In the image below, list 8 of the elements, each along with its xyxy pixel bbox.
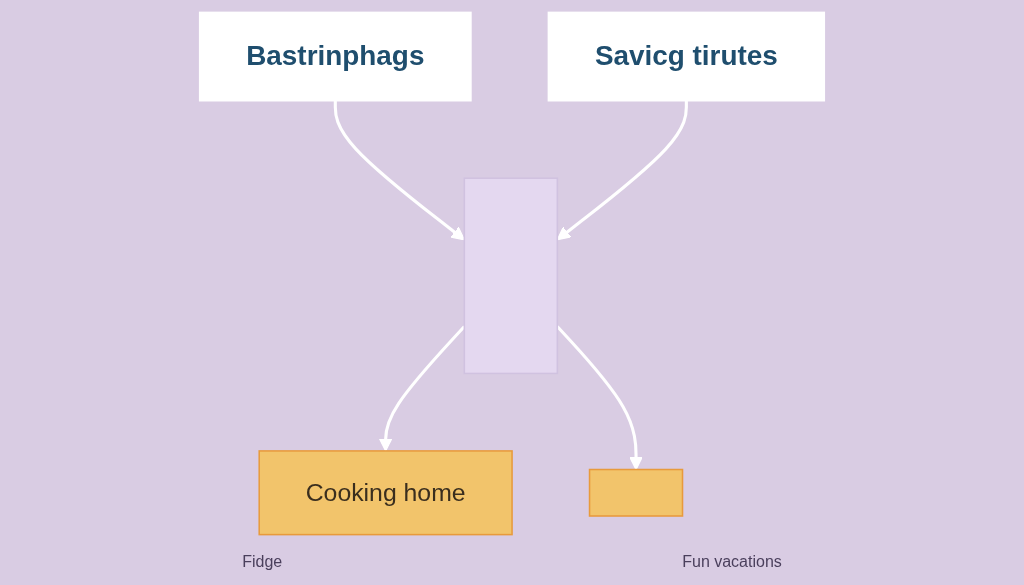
arrow <box>333 100 465 241</box>
node-box <box>588 468 684 517</box>
node-box: Cooking home <box>258 450 513 536</box>
node-box: Savicg tirutes <box>547 11 826 102</box>
caption-text: Fun vacations <box>682 553 782 571</box>
node-bar <box>463 177 559 375</box>
caption-text: Fidge <box>242 553 283 571</box>
node-box: Bastrinphags <box>198 11 472 102</box>
